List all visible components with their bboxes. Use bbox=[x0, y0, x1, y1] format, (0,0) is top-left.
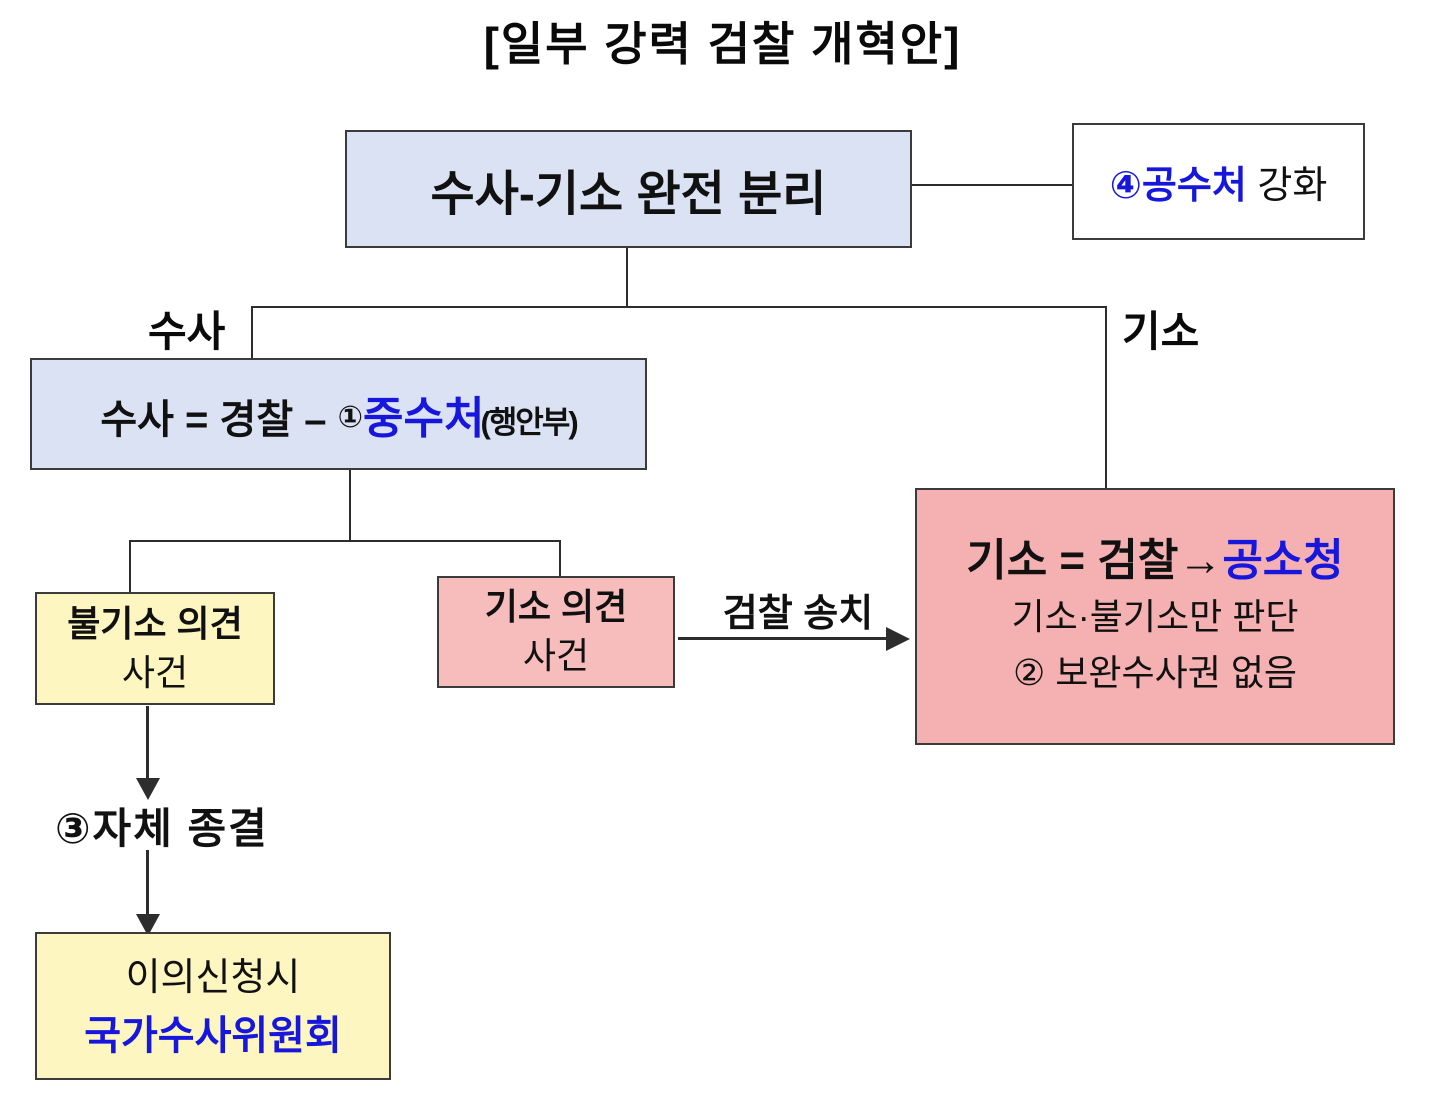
arrow-right-icon bbox=[886, 627, 910, 651]
investigation-number: ① bbox=[337, 401, 363, 434]
arrow-down-line-1 bbox=[146, 706, 149, 780]
connector-investigation-down bbox=[349, 470, 351, 540]
split-left-vertical bbox=[129, 540, 131, 592]
transfer-arrow-line bbox=[678, 637, 888, 640]
investigation-highlight: 중수처 bbox=[363, 394, 485, 443]
gongsucheo-box: ④공수처 강화 bbox=[1072, 123, 1365, 240]
prosecution-line3: ② 보완수사권 없음 bbox=[1012, 652, 1298, 694]
separation-box: 수사-기소 완전 분리 bbox=[345, 130, 912, 248]
appeal-committee-box: 이의신청시 국가수사위원회 bbox=[35, 932, 391, 1080]
connector-top-to-side bbox=[912, 184, 1072, 186]
arrow-down-line-2 bbox=[146, 850, 149, 916]
prosecution-line1-highlight: 공소청 bbox=[1222, 536, 1344, 586]
connector-top-down bbox=[626, 248, 628, 308]
split-right-vertical bbox=[559, 540, 561, 576]
arrow-down-icon-2 bbox=[136, 914, 160, 936]
non-indictment-line1: 불기소 의견 bbox=[67, 602, 243, 644]
diagram-title: [일부 강력 검찰 개혁안] bbox=[483, 18, 962, 70]
separation-box-label: 수사-기소 완전 분리 bbox=[430, 168, 827, 221]
investigation-formula-label: 수사 = 경찰 – ①중수처(행안부) bbox=[100, 382, 578, 446]
indictment-line2: 사건 bbox=[522, 635, 590, 676]
gongsucheo-highlight: 공수처 bbox=[1141, 165, 1247, 207]
self-closure-label: ③자체 종결 bbox=[55, 805, 269, 852]
indictment-box: 기소 의견 사건 bbox=[437, 576, 675, 688]
non-indictment-line2: 사건 bbox=[121, 651, 189, 693]
arrow-down-icon-1 bbox=[136, 778, 160, 800]
gongsucheo-number: ④ bbox=[1109, 165, 1142, 207]
investigation-formula-box: 수사 = 경찰 – ①중수처(행안부) bbox=[30, 358, 647, 470]
indictment-line1: 기소 의견 bbox=[484, 586, 628, 628]
branch-label-giso: 기소 bbox=[1122, 308, 1200, 355]
gongsucheo-box-label: ④공수처 강화 bbox=[1110, 154, 1328, 209]
branch-horizontal-line bbox=[251, 306, 1107, 308]
gongsucheo-rest: 강화 bbox=[1246, 165, 1328, 207]
appeal-line1: 이의신청시 bbox=[125, 956, 301, 999]
branch-label-susa: 수사 bbox=[148, 308, 226, 355]
branch-left-vertical bbox=[251, 306, 253, 360]
prosecution-line1: 기소 = 검찰→공소청 bbox=[966, 532, 1344, 589]
transfer-label: 검찰 송치 bbox=[722, 593, 874, 635]
investigation-suffix: (행안부) bbox=[480, 405, 578, 440]
appeal-line2: 국가수사위원회 bbox=[84, 1014, 342, 1059]
non-indictment-box: 불기소 의견 사건 bbox=[35, 592, 275, 705]
prosecution-line2: 기소·불기소만 판단 bbox=[1011, 596, 1299, 638]
split-horizontal-line bbox=[129, 540, 561, 542]
branch-right-vertical bbox=[1105, 306, 1107, 490]
prosecution-line1-prefix: 기소 = 검찰→ bbox=[966, 536, 1223, 586]
investigation-prefix: 수사 = 경찰 – bbox=[100, 398, 338, 442]
prosecution-formula-box: 기소 = 검찰→공소청 기소·불기소만 판단 ② 보완수사권 없음 bbox=[915, 488, 1395, 745]
